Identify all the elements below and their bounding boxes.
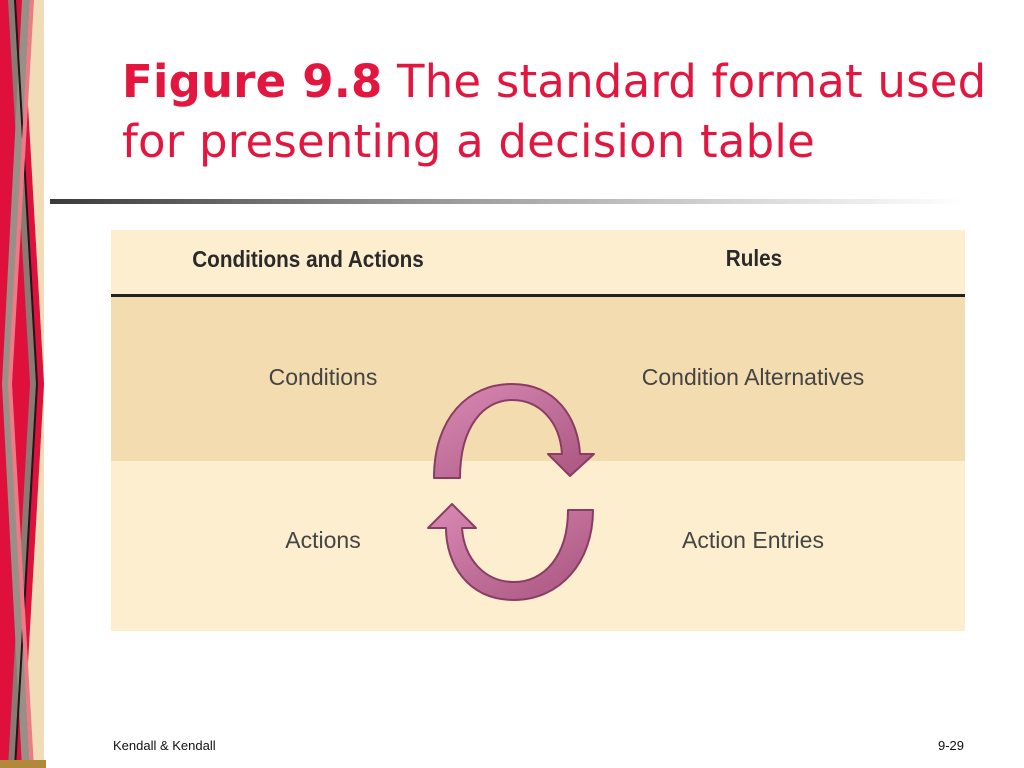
figure-number: Figure 9.8 xyxy=(122,55,383,108)
decision-table-figure: Conditions and Actions Rules Conditions … xyxy=(111,230,965,631)
table-row-actions: Actions Action Entries xyxy=(111,461,965,631)
title-divider xyxy=(50,199,966,204)
header-rules: Rules xyxy=(725,245,783,271)
cycle-arrows-icon xyxy=(427,383,595,601)
header-conditions-and-actions: Conditions and Actions xyxy=(192,246,424,272)
table-header-row: Conditions and Actions Rules xyxy=(111,230,965,297)
table-row-conditions: Conditions Condition Alternatives xyxy=(111,297,965,461)
footer-page-number: 9-29 xyxy=(937,738,964,753)
page-title: Figure 9.8 The standard format used for … xyxy=(122,52,1002,172)
cell-conditions: Conditions xyxy=(268,364,378,390)
cell-condition-alternatives: Condition Alternatives xyxy=(641,364,865,390)
cell-action-entries: Action Entries xyxy=(682,527,824,553)
cell-actions: Actions xyxy=(285,527,361,553)
footer-author: Kendall & Kendall xyxy=(113,738,216,753)
decorative-stripes xyxy=(0,0,46,768)
figure-caption: The standard format used for presenting … xyxy=(122,55,987,168)
